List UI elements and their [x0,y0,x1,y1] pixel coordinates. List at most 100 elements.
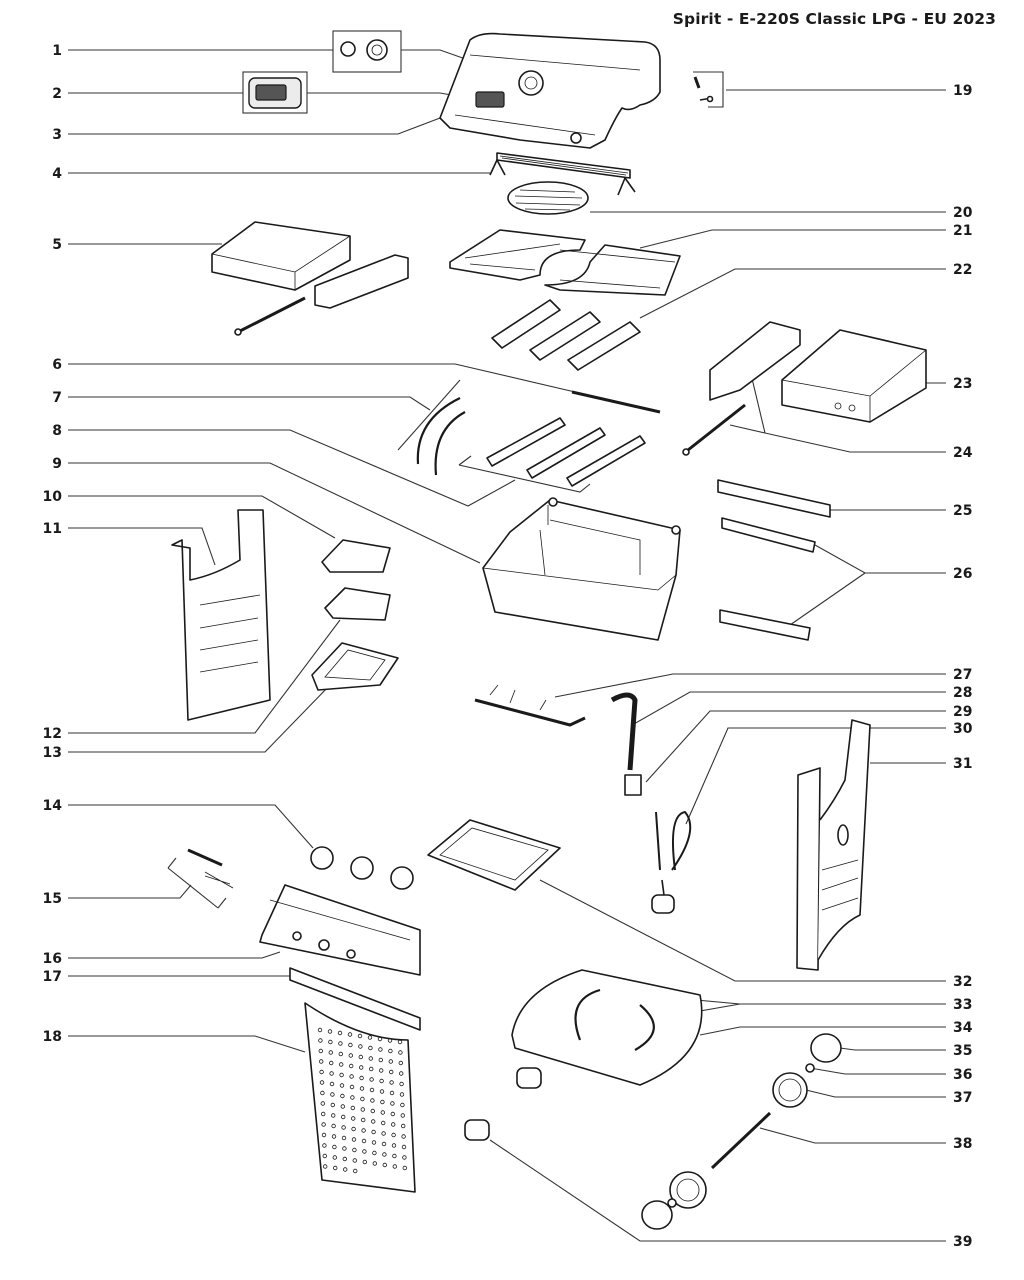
callout-number: 31 [953,756,972,772]
perforation [342,1156,347,1162]
callout-number: 32 [953,974,972,990]
perforation [391,1132,396,1138]
perforation [371,1129,376,1135]
perforation [322,1143,327,1148]
perforation [318,1048,323,1054]
perforation [351,1116,356,1121]
warming-rack [489,152,636,196]
perforation [357,1033,363,1039]
perforation [330,1102,335,1108]
right-callouts: 1920212223242526272829303132333435363738… [953,83,973,1250]
callout-number: 7 [52,390,62,406]
perforation [368,1045,373,1051]
perforation [331,1123,336,1129]
perforation [321,1122,326,1127]
perforation [371,1119,376,1124]
grease-tray [427,819,561,891]
perforation [340,1104,345,1109]
gas-hose [610,692,638,771]
perforation [352,1158,357,1163]
catch-pan [321,539,391,573]
perforation [400,1102,405,1108]
callout-number: 35 [953,1043,972,1059]
perforation [360,1107,365,1112]
perforation [349,1074,354,1079]
perforation [348,1042,353,1048]
perforation [381,1131,386,1136]
callout-number: 30 [953,721,973,737]
table-hinge-kit [682,321,801,456]
perforation [341,1125,346,1130]
perforation [390,1111,395,1117]
perforation [377,1036,383,1042]
perforation [370,1108,375,1114]
igniter-wires [397,379,466,476]
callout-number: 19 [953,83,972,99]
perforation [330,1092,335,1097]
control-panel [259,884,421,976]
perforation [391,1143,397,1148]
perforation [331,1134,337,1139]
callout-number: 29 [953,704,972,720]
door-panel [304,1002,416,1193]
callout-number: 12 [43,726,62,742]
perforation [397,1039,403,1045]
callout-number: 26 [953,566,972,582]
callout-number: 24 [953,445,973,461]
perforation [329,1071,334,1076]
perforation [381,1141,387,1147]
perforation [378,1047,383,1052]
perforation [402,1155,407,1160]
perforation [353,1168,358,1174]
callout-number: 23 [953,376,972,392]
perforation [319,1069,324,1075]
callout-number: 15 [43,891,62,907]
perforation [349,1063,354,1069]
perforation [389,1090,395,1096]
perforation [351,1126,356,1132]
perforation [359,1075,364,1081]
right-cart-panel [796,719,871,971]
perforation [320,1090,325,1096]
cooking-grates [449,229,681,296]
logo-badge-icon [248,77,302,109]
callout-number: 36 [953,1067,972,1083]
perforation [369,1077,374,1082]
regulator-hose [651,811,692,914]
callout-number: 4 [52,166,62,182]
callout-number: 8 [52,423,62,439]
perforation [340,1093,345,1099]
perforation [380,1099,385,1105]
perforation [382,1162,387,1168]
perforation [388,1048,393,1054]
perforation [347,1032,353,1037]
drip-tray [324,587,391,621]
left-cart-panel [171,509,271,721]
perforation [358,1054,363,1060]
bottom-shelf [511,969,703,1086]
perforation [348,1053,353,1058]
wheel-assembly [641,1033,842,1230]
perforation [342,1146,347,1151]
perforation [398,1050,403,1055]
perforation [343,1167,348,1172]
perforation [389,1069,394,1075]
callout-number: 2 [52,86,62,102]
perforation [318,1038,323,1043]
perforation [401,1123,406,1129]
perforation [332,1155,337,1160]
front-rail [289,967,421,1031]
flavorizer-bars [491,299,641,371]
perforation [361,1117,366,1123]
round-grate-insert [507,181,589,215]
igniter-kit [187,848,234,889]
perforation [322,1153,327,1159]
perforation [339,1083,345,1088]
perforation [333,1165,338,1171]
perforation [399,1071,404,1076]
callout-number: 1 [52,43,62,59]
perforation [350,1105,355,1111]
perforation [351,1137,357,1142]
perforation [341,1114,346,1120]
